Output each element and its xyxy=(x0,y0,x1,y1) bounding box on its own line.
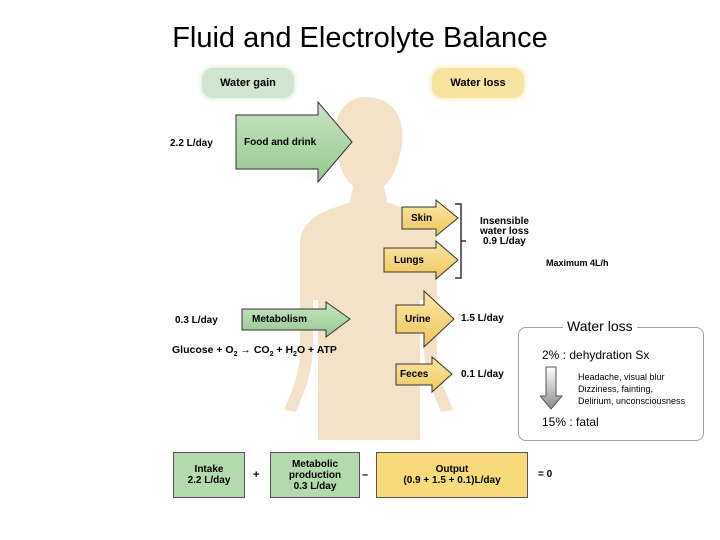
lungs-label: Lungs xyxy=(394,255,424,266)
skin-arrow xyxy=(401,198,459,238)
insensible-bracket xyxy=(455,203,466,279)
urine-arrow xyxy=(395,289,455,349)
food-amount: 2.2 L/day xyxy=(170,138,213,149)
minus-sign: – xyxy=(362,469,369,481)
dehydration-line: 2% : dehydration Sx xyxy=(542,348,650,362)
metabolism-amount: 0.3 L/day xyxy=(175,315,218,326)
insensible-loss-label: Insensible water loss 0.9 L/day xyxy=(480,216,529,247)
fatal-line: 15% : fatal xyxy=(542,415,599,429)
skin-label: Skin xyxy=(411,213,433,224)
down-arrow-icon xyxy=(540,366,564,410)
urine-label: Urine xyxy=(405,314,431,325)
feces-arrow xyxy=(395,355,453,394)
body-silhouette xyxy=(284,97,453,440)
water-loss-header: Water loss xyxy=(432,68,524,98)
food-drink-label: Food and drink xyxy=(244,137,317,148)
metabolism-arrow xyxy=(241,301,351,338)
plus-sign: + xyxy=(253,469,260,481)
page-title: Fluid and Electrolyte Balance xyxy=(172,22,548,54)
symptom-list: Headache, visual blur Dizziness, faintin… xyxy=(578,372,686,406)
panel-title: Water loss xyxy=(563,318,637,334)
feces-label: Feces xyxy=(400,369,429,380)
water-gain-header: Water gain xyxy=(202,68,294,98)
max-loss-note: Maximum 4L/h xyxy=(546,258,609,268)
urine-amount: 1.5 L/day xyxy=(461,313,504,324)
equals-zero: = 0 xyxy=(538,469,553,480)
metabolism-label: Metabolism xyxy=(252,314,308,325)
lungs-arrow xyxy=(383,239,459,281)
output-box: Output(0.9 + 1.5 + 0.1)L/day xyxy=(376,452,528,498)
metabolic-reaction: Glucose + O2 → CO2 + H2O + ATP xyxy=(172,344,337,359)
food-drink-arrow xyxy=(235,100,353,184)
feces-amount: 0.1 L/day xyxy=(461,369,504,380)
